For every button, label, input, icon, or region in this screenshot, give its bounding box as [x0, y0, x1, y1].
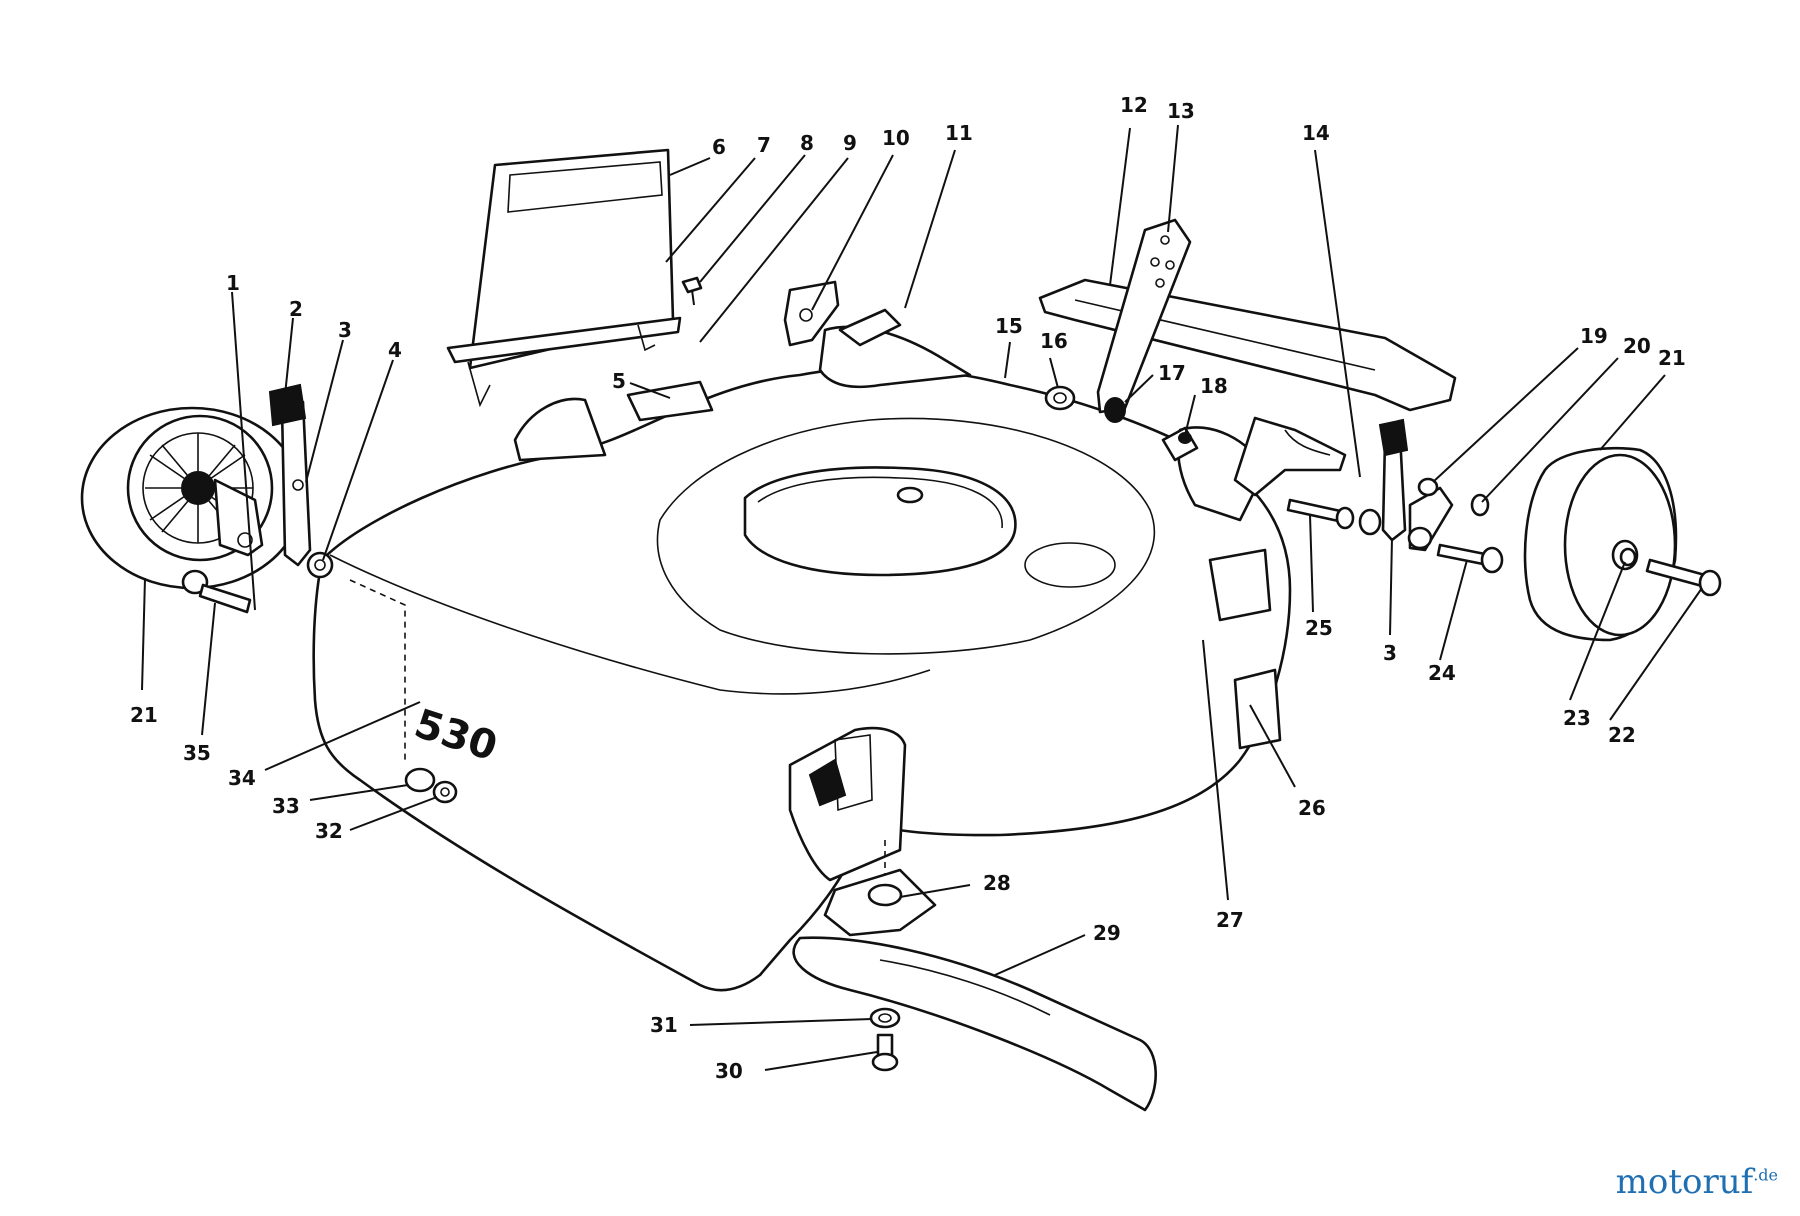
screw-part-8 — [681, 276, 703, 306]
bolt-part-22 — [1645, 558, 1722, 597]
height-lever-right — [1378, 418, 1409, 542]
handle-bracket — [1096, 218, 1192, 423]
watermark-logo: motoruf.de — [1616, 1162, 1778, 1202]
watermark-brand: motoruf — [1615, 1162, 1754, 1202]
callout-35: 35 — [183, 741, 211, 765]
callout-34: 34 — [228, 766, 256, 790]
callout-13: 13 — [1167, 99, 1195, 123]
callout-21-left: 21 — [130, 703, 158, 727]
blade-adapter — [823, 868, 937, 937]
height-adjuster-right — [1233, 416, 1347, 497]
hub-part-23 — [1619, 547, 1637, 567]
callout-21-right: 21 — [1658, 346, 1686, 370]
callout-5: 5 — [612, 369, 626, 393]
washer-part-4 — [306, 551, 334, 579]
axle-bracket-right — [1407, 486, 1454, 552]
callout-17: 17 — [1158, 361, 1186, 385]
callout-18: 18 — [1200, 374, 1228, 398]
grass-deflector — [446, 148, 682, 408]
washer-right-inner — [1358, 508, 1382, 536]
callout-8: 8 — [800, 131, 814, 155]
callout-10: 10 — [882, 126, 910, 150]
callout-32: 32 — [315, 819, 343, 843]
callout-11: 11 — [945, 121, 973, 145]
callout-22: 22 — [1608, 723, 1636, 747]
callout-33: 33 — [272, 794, 300, 818]
watermark-suffix: .de — [1753, 1165, 1778, 1185]
nut-part-32 — [432, 780, 458, 804]
wheel-left — [80, 406, 304, 590]
callout-12: 12 — [1120, 93, 1148, 117]
callout-4: 4 — [388, 338, 402, 362]
bolt-part-24 — [1436, 543, 1504, 574]
nut-part-16 — [1044, 385, 1076, 411]
callout-29: 29 — [1093, 921, 1121, 945]
bushing-part-18 — [1161, 426, 1199, 462]
callout-14: 14 — [1302, 121, 1330, 145]
baffle-part-5 — [626, 380, 714, 422]
callout-24: 24 — [1428, 661, 1456, 685]
callout-16: 16 — [1040, 329, 1068, 353]
callout-26: 26 — [1298, 796, 1326, 820]
washer-part-33 — [404, 767, 436, 793]
callout-28: 28 — [983, 871, 1011, 895]
mower-blade — [792, 936, 1157, 1112]
callout-9: 9 — [843, 131, 857, 155]
callout-31: 31 — [650, 1013, 678, 1037]
callout-20: 20 — [1623, 334, 1651, 358]
bolt-part-25 — [1286, 498, 1355, 530]
leader-lines — [141, 124, 1703, 1071]
callout-6: 6 — [712, 135, 726, 159]
callout-30: 30 — [715, 1059, 743, 1083]
wheel-right — [1523, 446, 1678, 642]
callout-labels: 1 2 3 4 5 6 7 8 9 10 11 12 13 14 15 16 1… — [130, 93, 1686, 1083]
callout-15: 15 — [995, 314, 1023, 338]
callout-3-right: 3 — [1383, 641, 1397, 665]
callout-23: 23 — [1563, 706, 1591, 730]
mower-deck: 530 — [312, 308, 1292, 992]
callout-7: 7 — [757, 133, 771, 157]
blade-bolt-part-30 — [871, 1033, 899, 1072]
callout-1: 1 — [226, 271, 240, 295]
callout-27: 27 — [1216, 908, 1244, 932]
callout-25: 25 — [1305, 616, 1333, 640]
nut-part-19 — [1417, 477, 1439, 497]
callout-3: 3 — [338, 318, 352, 342]
washer-part-31 — [869, 1007, 901, 1029]
height-lever-left — [268, 383, 312, 567]
callout-19: 19 — [1580, 324, 1608, 348]
bracket-part-10 — [783, 280, 840, 347]
callout-2: 2 — [289, 297, 303, 321]
bolt-part-35 — [181, 569, 252, 614]
